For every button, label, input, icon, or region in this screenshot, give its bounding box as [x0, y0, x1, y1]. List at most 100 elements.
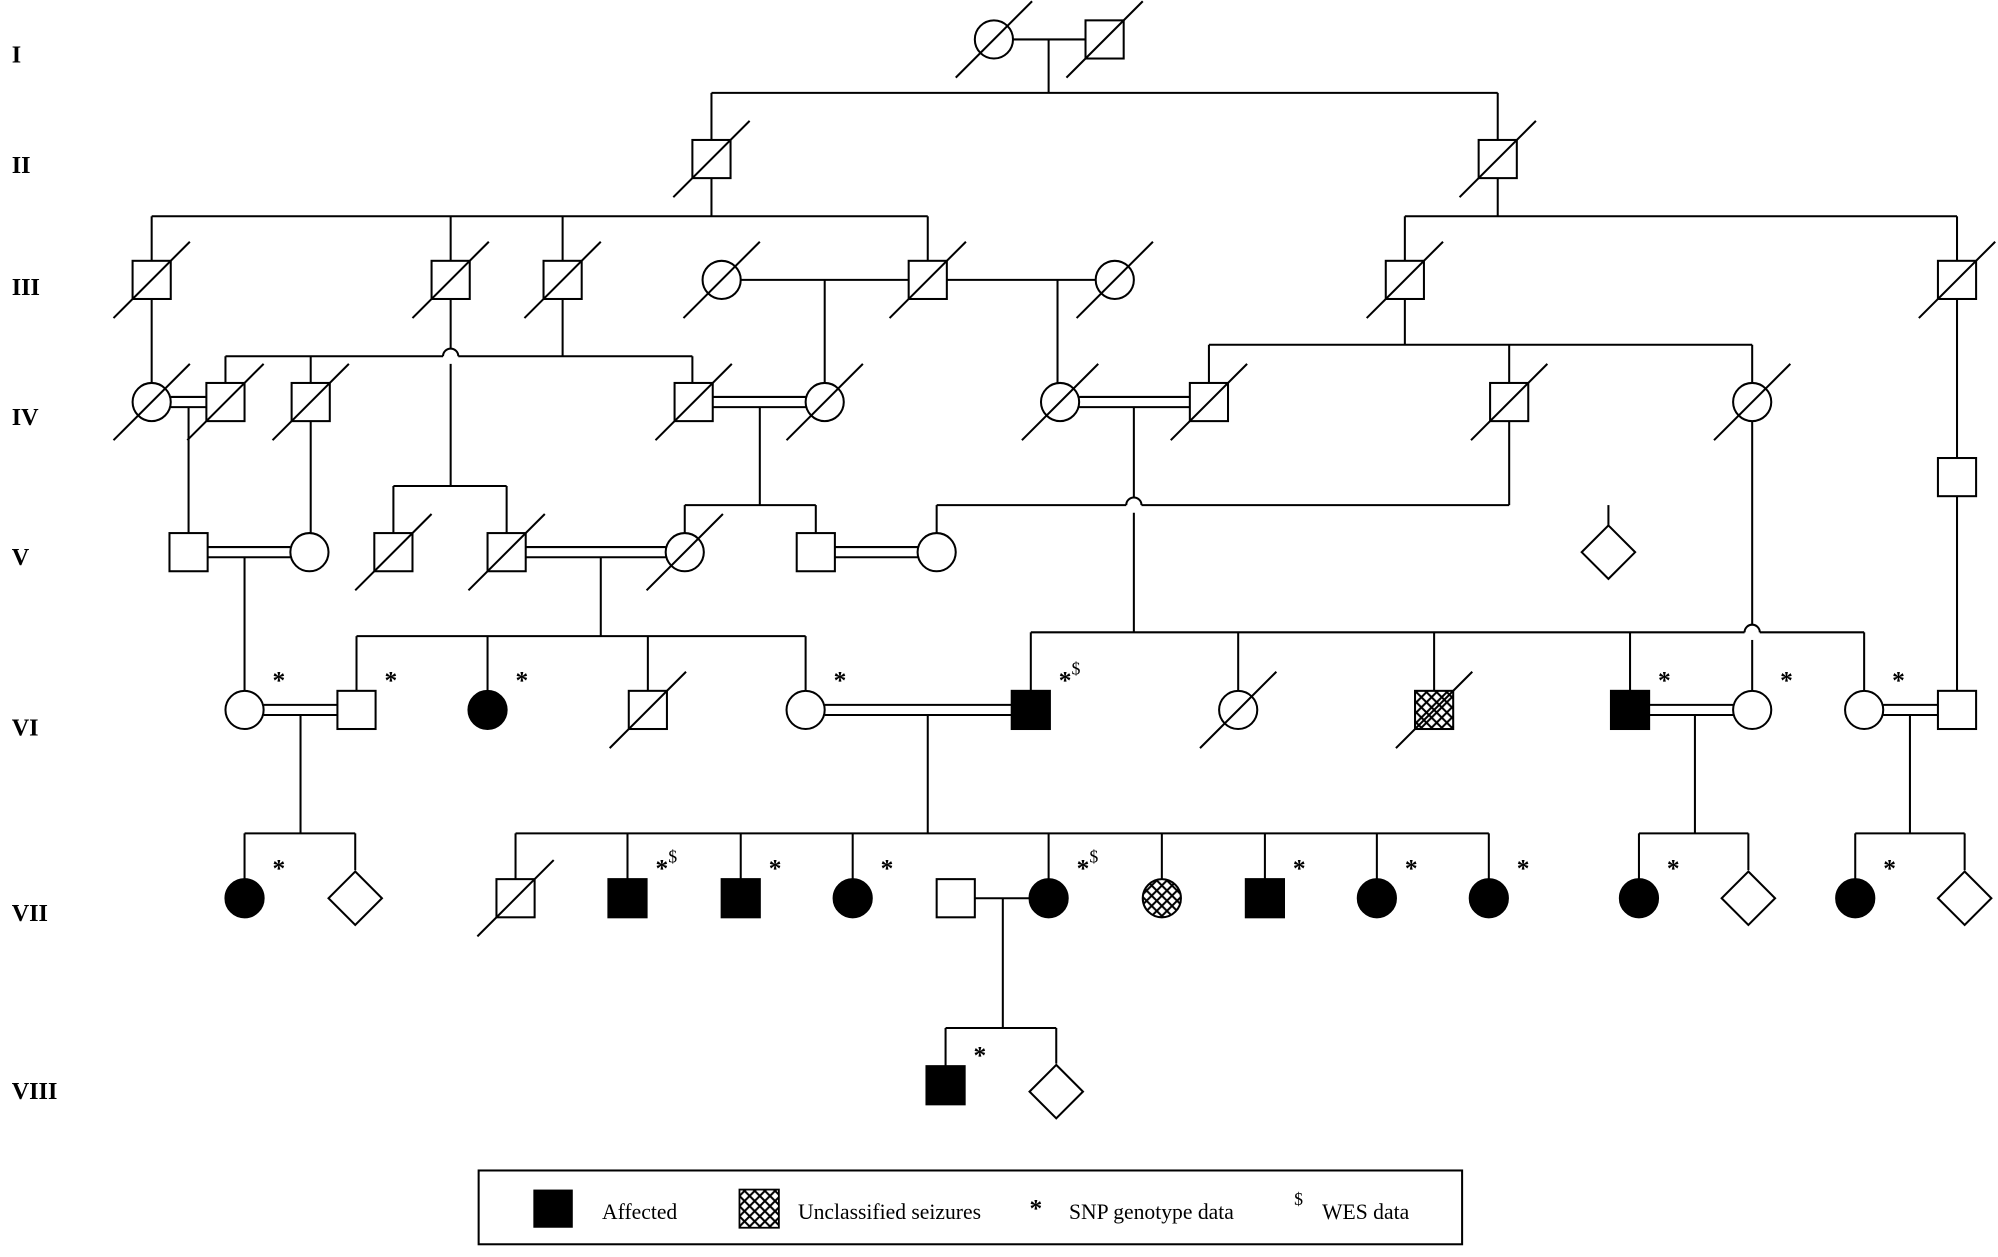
wes-marker: $ [1089, 847, 1098, 867]
deceased-slash [654, 363, 733, 441]
individual-IV-1[interactable] [112, 363, 191, 441]
individual-I-1[interactable] [955, 0, 1033, 79]
snp-genotype-marker: * [769, 854, 782, 883]
deceased-slash [785, 363, 864, 441]
individual-VII-1[interactable]: * [224, 854, 285, 919]
individual-VIII-2[interactable] [1028, 1063, 1085, 1120]
individual-VI-11[interactable]: * [1844, 665, 1905, 731]
individual-III-6[interactable] [1075, 241, 1154, 319]
individual-V-3[interactable] [354, 513, 433, 592]
individual-VI-3[interactable]: * [467, 665, 528, 731]
individual-IV-2[interactable] [186, 363, 265, 441]
individual-V-4[interactable] [467, 513, 546, 592]
individual-VI-10[interactable]: * [1732, 665, 1793, 731]
individual-III-2[interactable] [411, 241, 490, 319]
individuals: *****$*****$***$****** [112, 0, 1996, 1120]
individual-IV-5[interactable] [785, 363, 864, 441]
individual-III-8[interactable] [1918, 241, 1996, 319]
generation-label: VI [12, 714, 39, 741]
individual-III-7[interactable] [1365, 241, 1444, 319]
individual-VII-15[interactable]: * [1835, 854, 1896, 919]
individual-VIII-1[interactable]: * [925, 1041, 986, 1106]
female-symbol [916, 532, 957, 573]
individual-II-1[interactable] [672, 120, 751, 198]
unknown-sex-symbol [327, 870, 384, 927]
individual-IV-4[interactable] [654, 363, 733, 441]
male-symbol [1010, 689, 1051, 731]
female-symbol [289, 532, 330, 573]
female-symbol [467, 689, 508, 731]
deceased-slash [186, 363, 265, 441]
individual-VII-5[interactable]: * [720, 854, 782, 919]
individual-VI-5[interactable]: * [785, 665, 847, 731]
individual-VII-6[interactable]: * [832, 854, 894, 919]
individual-IV-10[interactable] [1936, 456, 1978, 498]
individual-III-1[interactable] [112, 241, 191, 319]
individual-VI-4[interactable] [608, 671, 687, 749]
individual-V-5[interactable] [645, 513, 724, 592]
individual-VII-10[interactable]: * [1244, 854, 1306, 919]
individual-I-2[interactable] [1065, 0, 1144, 79]
individual-IV-9[interactable] [1713, 363, 1792, 441]
individual-VII-13[interactable]: * [1618, 854, 1680, 919]
individual-VI-8[interactable] [1395, 671, 1474, 749]
male-symbol [1609, 689, 1651, 731]
female-symbol [1141, 878, 1182, 919]
deceased-slash [523, 241, 602, 319]
individual-IV-3[interactable] [271, 363, 350, 441]
generation-label: II [12, 152, 31, 179]
individual-V-7[interactable] [916, 532, 957, 573]
snp-genotype-marker: * [1059, 665, 1072, 694]
individual-VII-11[interactable]: * [1356, 854, 1418, 919]
individual-VII-14[interactable] [1720, 870, 1777, 927]
individual-VII-16[interactable] [1936, 870, 1993, 927]
generation-label: VIII [12, 1078, 58, 1105]
snp-genotype-marker: * [655, 854, 668, 883]
generation-label: V [12, 544, 30, 571]
legend-affected-label: Affected [602, 1200, 677, 1224]
individual-VII-3[interactable] [476, 859, 555, 938]
individual-III-4[interactable] [682, 241, 761, 319]
snp-genotype-marker: * [384, 665, 397, 694]
legend-wes-label: WES data [1322, 1200, 1409, 1224]
individual-VI-12[interactable] [1936, 689, 1978, 731]
individual-V-1[interactable] [168, 532, 209, 573]
deceased-slash [271, 363, 350, 441]
individual-V-2[interactable] [289, 532, 330, 573]
individual-VI-7[interactable] [1199, 671, 1278, 749]
individual-VII-9[interactable] [1141, 878, 1182, 919]
deceased-slash [1458, 120, 1537, 198]
individual-V-8[interactable] [1580, 524, 1637, 581]
individual-II-2[interactable] [1458, 120, 1537, 198]
individual-VI-6[interactable]: *$ [1010, 658, 1081, 731]
deceased-slash [955, 0, 1033, 79]
individual-VII-4[interactable]: *$ [607, 847, 677, 919]
individual-VII-8[interactable]: *$ [1028, 847, 1099, 919]
snp-genotype-marker: * [1892, 665, 1905, 694]
individual-III-5[interactable] [888, 241, 967, 319]
individual-VII-12[interactable]: * [1468, 854, 1530, 919]
individual-V-6[interactable] [795, 532, 836, 573]
unknown-sex-symbol [1720, 870, 1777, 927]
snp-genotype-marker: * [881, 854, 894, 883]
individual-IV-6[interactable] [1021, 363, 1099, 441]
female-symbol [832, 878, 873, 919]
individual-III-3[interactable] [523, 241, 602, 319]
individual-IV-8[interactable] [1470, 363, 1549, 441]
deceased-slash [645, 513, 724, 592]
individual-VI-2[interactable]: * [336, 665, 397, 731]
snp-genotype-marker: * [1883, 854, 1896, 883]
individual-VI-1[interactable]: * [224, 665, 285, 731]
relationship-lines [150, 38, 1966, 1067]
generation-label: III [12, 274, 40, 301]
deceased-slash [672, 120, 751, 198]
deceased-slash [1170, 363, 1248, 441]
wes-marker: $ [668, 847, 677, 867]
snp-genotype-marker: * [1293, 854, 1306, 883]
legend-snp-label: SNP genotype data [1069, 1200, 1234, 1224]
individual-VII-2[interactable] [327, 870, 384, 927]
unknown-sex-symbol [1936, 870, 1993, 927]
individual-VII-7[interactable] [935, 878, 976, 919]
individual-IV-7[interactable] [1170, 363, 1248, 441]
individual-VI-9[interactable]: * [1609, 665, 1671, 731]
